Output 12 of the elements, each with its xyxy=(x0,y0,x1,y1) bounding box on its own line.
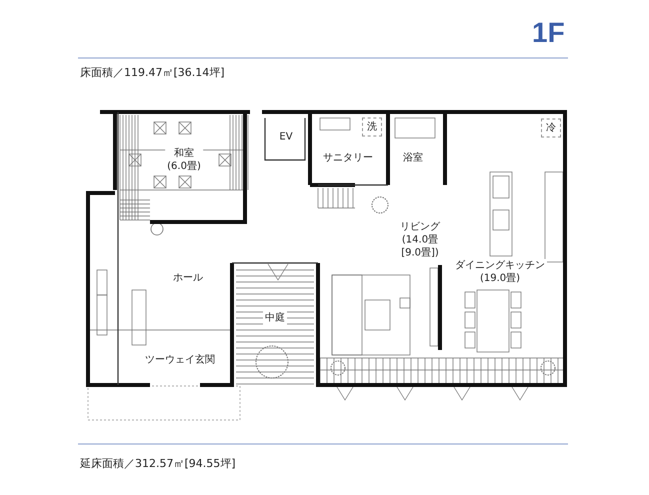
room-label: 浴室 xyxy=(401,152,425,164)
floor-area-note: 床面積／119.47㎡[36.14坪] xyxy=(80,65,225,80)
room-label: ダイニングキッチン (19.0畳) xyxy=(453,259,547,285)
room-label: ツーウェイ玄関 xyxy=(143,354,217,366)
appliance-space: 洗 xyxy=(362,118,382,136)
room-label: ホール xyxy=(171,272,205,284)
floor-area-note: 延床面積／312.57㎡[94.55坪] xyxy=(80,456,236,471)
room-label: サニタリー xyxy=(321,152,375,164)
room-label: 和室 (6.0畳) xyxy=(165,147,203,173)
room-label: 中庭 xyxy=(263,312,287,324)
appliance-space: 冷 xyxy=(541,118,561,138)
floor-heading: 1F xyxy=(532,18,565,48)
